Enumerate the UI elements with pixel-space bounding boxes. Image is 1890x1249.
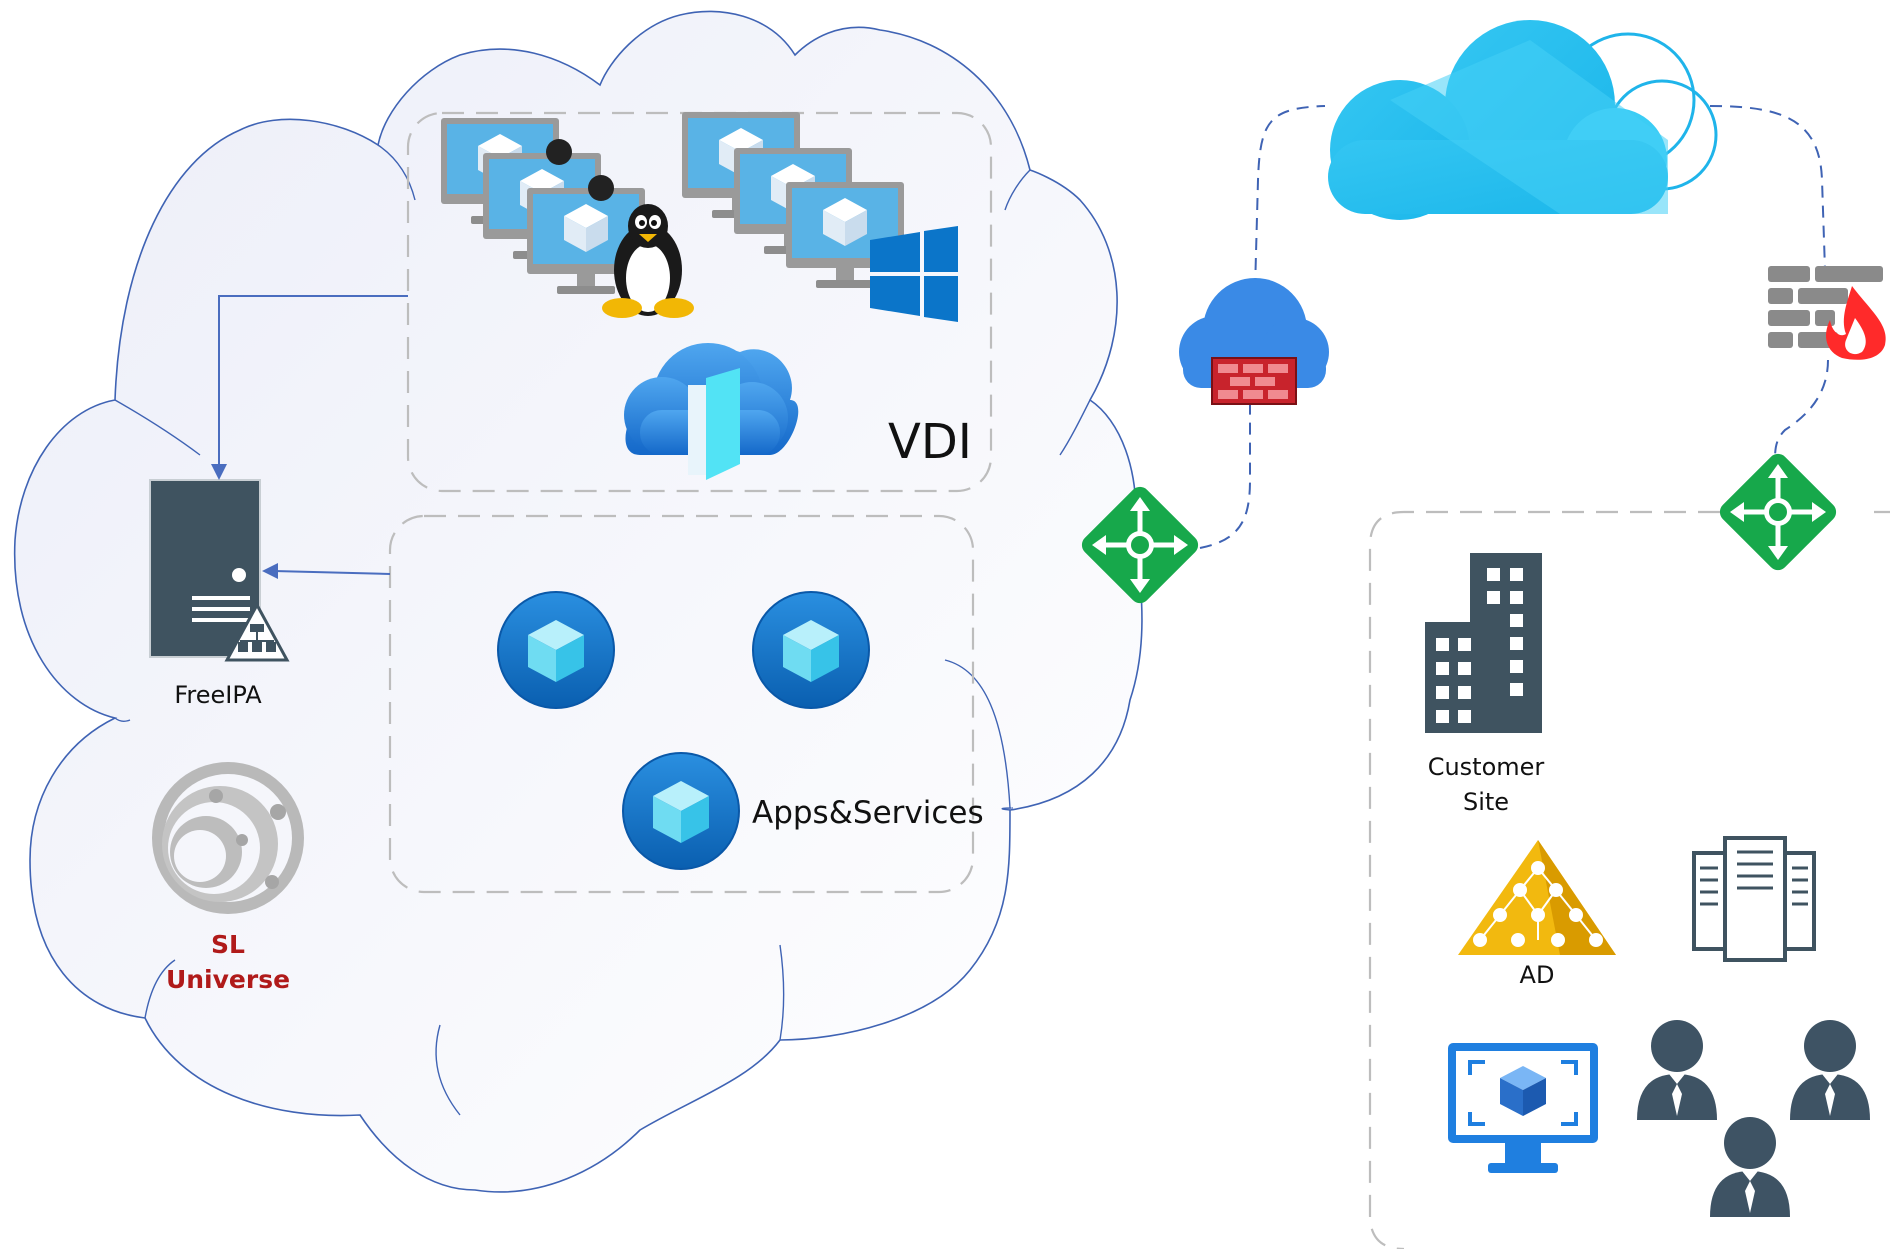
vdi-label: VDI [888, 414, 972, 470]
app-service-cube-icon [497, 591, 615, 709]
windows-logo-icon [870, 226, 958, 322]
internet-cloud-icon [1328, 20, 1718, 220]
sl-universe-label-line1: SL [211, 930, 245, 959]
azure-vdi-cloud-icon [624, 343, 799, 480]
apps-group-box [388, 514, 975, 894]
vdi-to-freeipa-connector [211, 295, 408, 480]
sl-universe-label-line2: Universe [166, 965, 290, 994]
office-building-icon [1425, 553, 1542, 733]
linux-vm-cluster-icon [441, 118, 645, 294]
freeipa-label: FreeIPA [174, 681, 262, 709]
freeipa-server-icon [149, 479, 290, 662]
network-gateway-icon [1716, 450, 1840, 574]
sl-universe-logo-icon [152, 762, 304, 914]
right-cloud-link [1709, 105, 1826, 271]
customer-site-label-line2: Site [1463, 788, 1509, 816]
users-group-icon [1637, 1020, 1870, 1217]
ad-label: AD [1520, 961, 1555, 989]
left-wan-link [1199, 400, 1251, 549]
server-rack-icon [1692, 836, 1816, 962]
customer-site-label-line1: Customer [1428, 753, 1545, 781]
cloud-firewall-icon [1179, 278, 1329, 405]
app-service-cube-icon [622, 752, 740, 870]
tux-penguin-icon [602, 204, 694, 318]
firewall-to-gateway-link [1774, 359, 1829, 463]
customer-site-box [1368, 510, 1890, 1249]
cloud-uplink [1254, 105, 1326, 291]
active-directory-pyramid-icon [1458, 840, 1616, 955]
apps-to-freeipa-connector [262, 563, 391, 579]
brick-firewall-flame-icon [1768, 266, 1886, 360]
virtual-machine-monitor-icon [1448, 1043, 1598, 1173]
apps-label: Apps&Services [752, 795, 984, 831]
app-service-cube-icon [752, 591, 870, 709]
